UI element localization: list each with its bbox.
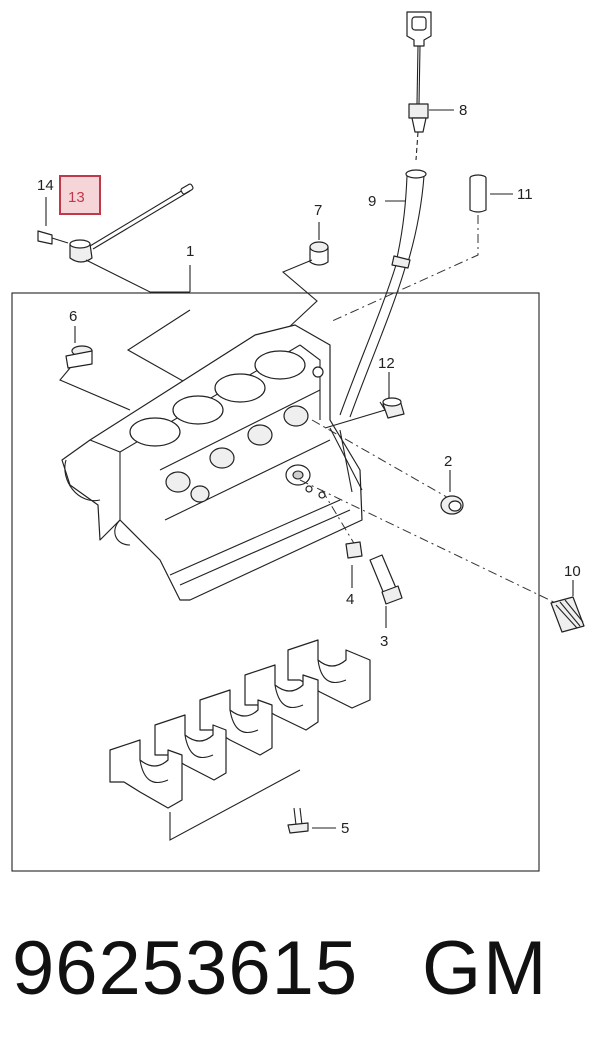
- callout-7: 7: [314, 202, 322, 219]
- cap-bolt: [287, 807, 336, 834]
- dipstick: [406, 11, 454, 161]
- callout-2: 2: [444, 453, 452, 470]
- knock-sensor: [69, 183, 194, 293]
- callout-11: 11: [517, 186, 533, 203]
- callout-14: 14: [37, 177, 54, 194]
- callout-9: 9: [368, 193, 376, 210]
- callout-13-highlight: 13: [59, 175, 101, 215]
- dowel-sleeve: [329, 174, 513, 323]
- callout-8: 8: [459, 102, 467, 119]
- callout-13: 13: [68, 189, 85, 206]
- seal-ring: [440, 470, 464, 515]
- adapter-4: [345, 541, 363, 588]
- stud-bolt: [550, 580, 585, 633]
- caption-bar: 96253615 GM: [0, 925, 600, 1035]
- part-number: 96253615: [12, 926, 359, 1011]
- callout-5: 5: [341, 820, 349, 837]
- callout-12: 12: [378, 355, 395, 372]
- engine-block-exploded-diagram: 1 2 3 4 5 6 7 8 9 10 11 12 14 13: [11, 11, 585, 872]
- bearing-caps: [109, 639, 371, 841]
- dipstick-tube: [339, 169, 427, 418]
- callout-6: 6: [69, 308, 77, 325]
- sensor-bolt: [37, 197, 69, 245]
- oil-pressure-switch: [369, 554, 403, 628]
- cylinder-block: [61, 324, 363, 601]
- plug-12: [382, 397, 405, 419]
- callout-3: 3: [380, 633, 388, 650]
- brand-label: GM: [422, 926, 549, 1011]
- plug-7: [281, 222, 329, 331]
- assembly-frame: [11, 292, 540, 872]
- callout-1: 1: [186, 243, 194, 260]
- callout-10: 10: [564, 563, 581, 580]
- plug-6: [59, 326, 131, 411]
- callout-4: 4: [346, 591, 354, 608]
